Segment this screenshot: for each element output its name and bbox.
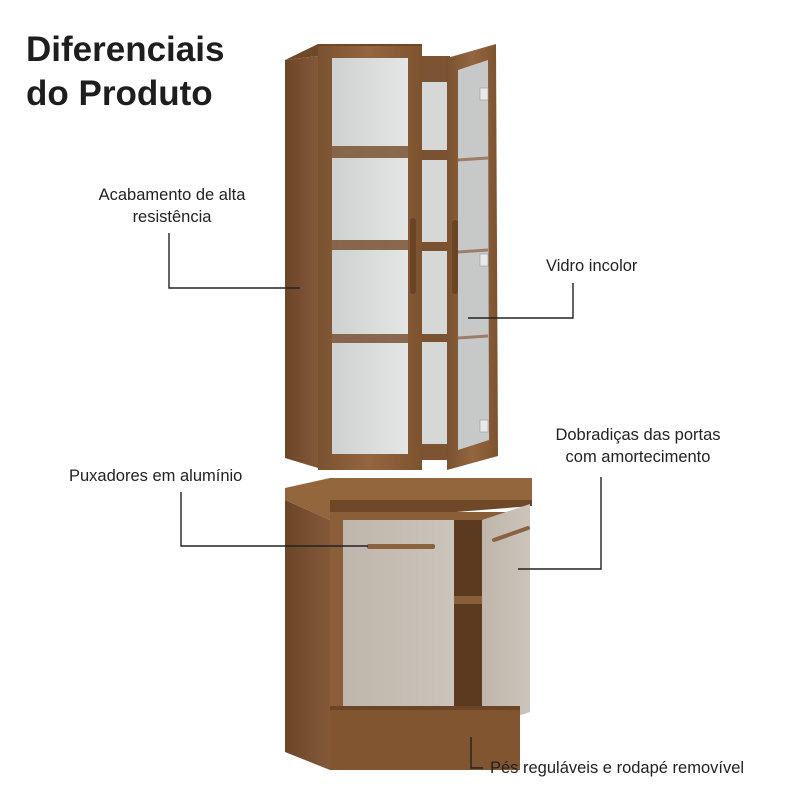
- hinge-icon: [479, 419, 489, 433]
- page-title: Diferenciais do Produto: [26, 28, 224, 116]
- callout-puxadores: Puxadores em alumínio: [69, 467, 243, 485]
- upper-shelf-3: [332, 334, 408, 343]
- hinge-icon: [479, 253, 489, 267]
- callout-line-acabamento: [168, 233, 300, 289]
- title-line-1: Diferenciais: [26, 30, 225, 69]
- upper-right-handle: [452, 220, 458, 294]
- lower-right-door: [482, 504, 530, 728]
- title-line-2: do Produto: [26, 74, 213, 113]
- callout-acabamento-line-1: Acabamento de alta: [98, 186, 246, 204]
- upper-center-interior: [422, 56, 450, 460]
- lower-right-handle: [492, 526, 530, 542]
- upper-left-side: [285, 56, 318, 468]
- callout-line-pes: [470, 737, 483, 769]
- callout-acabamento-line-2: resistência: [132, 208, 212, 226]
- callout-line-dobradicas: [518, 477, 602, 570]
- lower-cabinet: [285, 478, 532, 770]
- lower-plinth: [330, 706, 520, 770]
- callout-dobradicas-line-1: Dobradiças das portas: [555, 426, 721, 444]
- upper-left-handle: [410, 218, 416, 294]
- lower-interior: [454, 520, 482, 710]
- callout-pes: Pés reguláveis e rodapé removível: [490, 759, 745, 777]
- upper-shelf-1: [332, 146, 408, 158]
- callout-dobradicas-line-2: com amortecimento: [565, 448, 711, 466]
- callout-vidro: Vidro incolor: [546, 257, 638, 275]
- callout-lines: [168, 233, 602, 769]
- callout-line-vidro: [468, 283, 574, 319]
- lower-left-handle: [367, 544, 435, 549]
- upper-cabinet: [285, 44, 498, 470]
- lower-left-side: [285, 500, 330, 770]
- callout-line-puxadores: [180, 492, 368, 547]
- upper-left-glass: [332, 58, 408, 454]
- lower-shelf: [454, 596, 482, 604]
- upper-shelf-2: [332, 240, 408, 250]
- callout-dobradicas: Dobradiças das portas com amortecimento: [545, 424, 731, 468]
- lower-left-door: [343, 520, 454, 706]
- hinge-icon: [479, 87, 489, 101]
- callout-acabamento: Acabamento de alta resistência: [88, 184, 256, 228]
